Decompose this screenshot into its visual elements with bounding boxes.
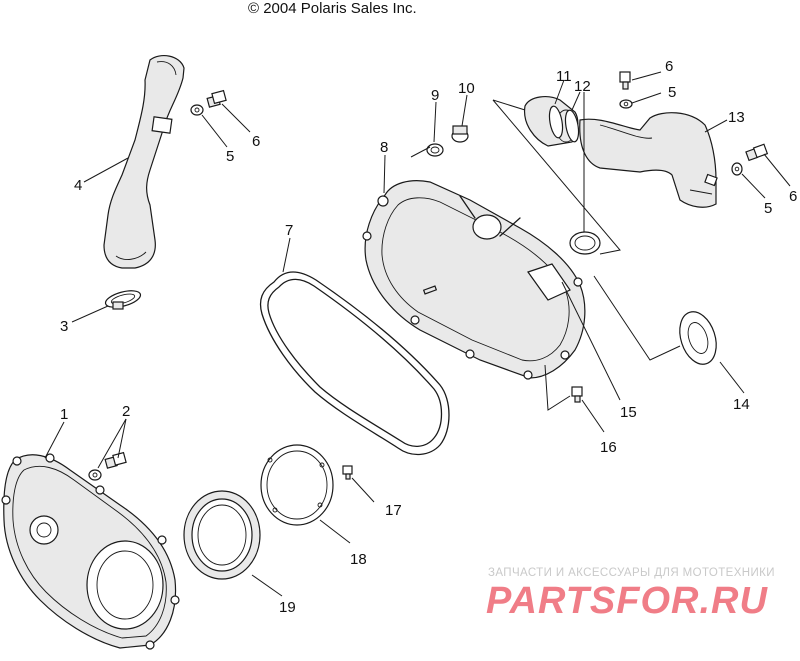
callout-7: 7 [285,222,293,239]
callout-9: 9 [431,87,439,104]
callout-5-left: 5 [226,148,234,165]
bolt-part-6-top-right [619,71,631,90]
callout-5-top-right: 5 [668,84,676,101]
callout-6-top-right: 6 [665,58,673,75]
callout-13: 13 [728,109,745,126]
callout-14: 14 [733,396,750,413]
bolt-part-6-right [745,143,769,162]
washer-part-5-left [190,104,204,116]
clutch-inner-cover-part-1 [1,453,180,650]
callout-6-left: 6 [252,133,260,150]
plate-part-18 [260,444,334,526]
callout-5-right: 5 [764,200,772,217]
screw-part-17 [342,465,353,480]
drive-belt-part-7 [259,271,450,456]
exhaust-duct-part-13 [579,112,718,208]
callout-labels: 1 2 3 4 5 5 5 6 6 6 7 8 9 10 11 12 13 14… [60,58,797,616]
screw-part-16 [571,386,583,403]
duct-clamp-part-12-upper [548,105,580,143]
callout-17: 17 [385,502,402,519]
bolt-washer-part-2 [88,451,127,481]
watermark-logo: PARTSFOR.RU [486,580,768,622]
callout-6-right: 6 [789,188,797,205]
seal-ring-part-9 [426,143,444,157]
seal-part-19 [183,490,261,580]
leader-lines [44,71,791,597]
clutch-outer-cover-part-8 [362,180,586,380]
gasket-part-14 [679,311,717,365]
drain-plug-part-10 [451,125,469,143]
callout-8: 8 [380,139,388,156]
duct-clamp-part-12-lower [569,231,601,255]
callout-19: 19 [279,599,296,616]
callout-2: 2 [122,403,130,420]
intake-duct-part-4 [103,54,185,269]
callout-15: 15 [620,404,637,421]
callout-11: 11 [556,68,572,85]
callout-16: 16 [600,439,617,456]
callout-3: 3 [60,318,68,335]
washer-part-5-right [731,162,743,176]
callout-12: 12 [574,78,591,95]
callout-1: 1 [60,406,68,423]
washer-part-5-top-right [619,99,633,109]
hose-clamp-part-3 [104,290,142,310]
callout-18: 18 [350,551,367,568]
copyright-text: © 2004 Polaris Sales Inc. [248,0,417,17]
callout-4: 4 [74,177,82,194]
bolt-part-6-left [206,89,227,108]
watermark-tagline: ЗАПЧАСТИ И АКСЕССУАРЫ ДЛЯ МОТОТЕХНИКИ [488,567,775,579]
callout-10: 10 [458,80,475,97]
